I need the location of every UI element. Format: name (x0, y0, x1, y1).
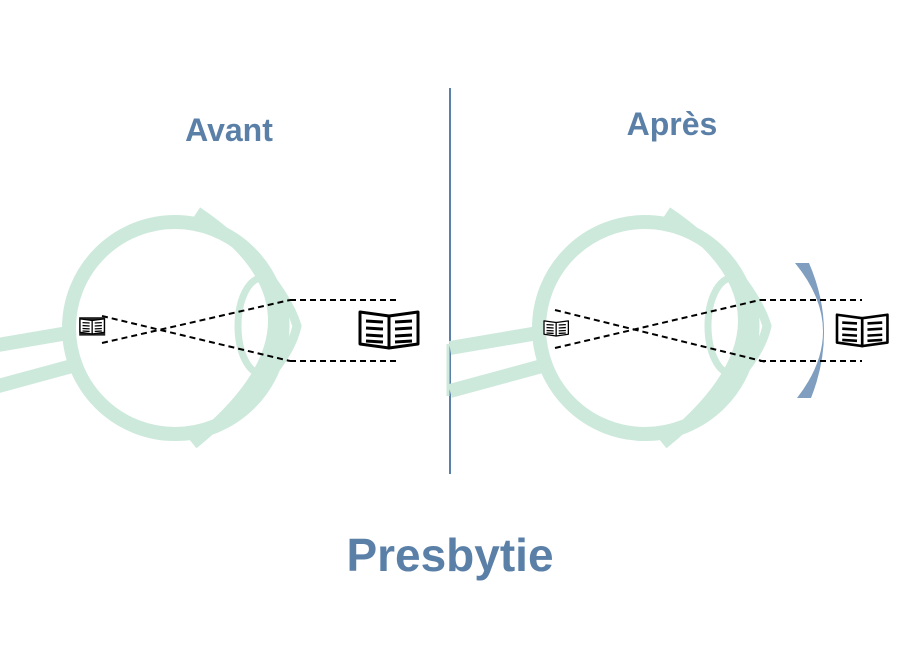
eye-before-icon (0, 212, 297, 444)
eye-after-icon (448, 212, 767, 444)
retina-image-after-icon (543, 320, 569, 337)
after-panel (448, 212, 889, 444)
open-book-after-icon (835, 313, 889, 348)
retina-image-before-icon (79, 317, 106, 336)
open-book-before-icon (358, 310, 420, 350)
corrective-lens-icon (795, 263, 825, 398)
before-panel (0, 212, 420, 444)
light-rays-after (554, 299, 862, 363)
after-title: Après (626, 106, 718, 142)
before-title: Avant (185, 112, 273, 148)
diagram-title: Presbytie (346, 529, 554, 581)
light-rays-before (101, 299, 400, 362)
